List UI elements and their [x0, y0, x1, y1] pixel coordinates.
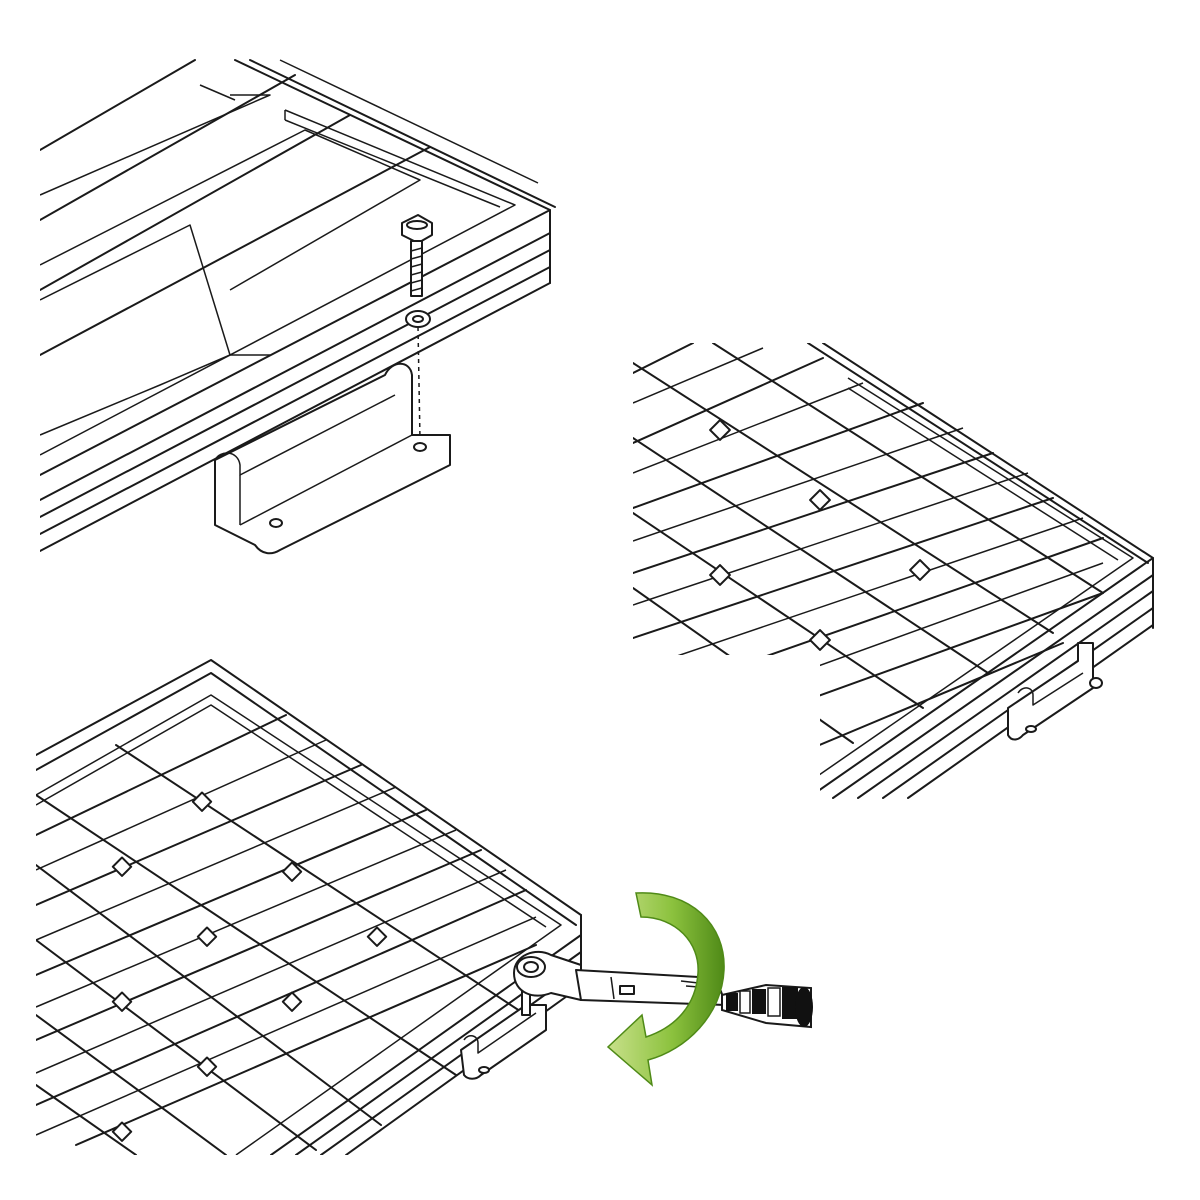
- step-2-illustration: [633, 343, 1154, 799]
- washer-icon: [405, 310, 431, 328]
- panel-frame: [36, 659, 582, 1155]
- solar-cell-grid: [633, 343, 1104, 799]
- z-bracket-icon: [1007, 642, 1103, 741]
- z-bracket-icon: [214, 362, 451, 555]
- step-3-panel: [36, 655, 820, 1155]
- alignment-guide: [417, 326, 421, 441]
- step-1-illustration: [40, 59, 556, 555]
- step-3-illustration: [36, 659, 813, 1155]
- rotation-arrow-icon: [606, 892, 725, 1087]
- solar-cell-grid: [36, 714, 537, 1155]
- step-1-panel: [40, 55, 560, 565]
- bolt-icon: [401, 214, 433, 297]
- panel-frame: [40, 59, 556, 552]
- panel-frame: [792, 343, 1154, 799]
- ratchet-wrench-icon: [513, 950, 813, 1029]
- z-bracket-icon: [460, 1004, 547, 1080]
